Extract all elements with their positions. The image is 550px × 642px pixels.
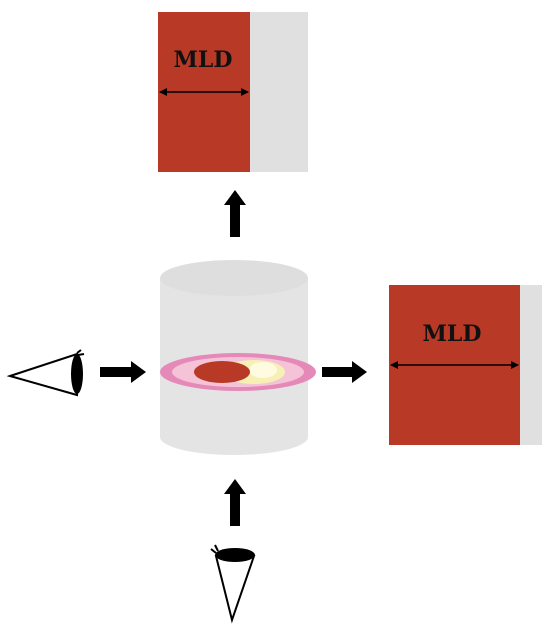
cylinder-top — [160, 260, 308, 296]
top-mld-label: MLD — [174, 47, 233, 73]
side-viewer-eye-cone-icon — [6, 349, 85, 397]
right-vessel-wall — [520, 285, 542, 445]
arrow-up-icon — [224, 190, 246, 237]
right-mld-label: MLD — [423, 321, 482, 347]
arrow-right-in-icon — [100, 361, 146, 383]
vessel-cylinder — [160, 260, 316, 455]
arrow-up-bottom-icon — [224, 479, 246, 526]
top-vessel-wall — [250, 12, 308, 172]
arrow-right-out-icon — [322, 361, 367, 383]
plaque-core — [249, 362, 277, 378]
bottom-viewer-eye-cone-icon — [210, 544, 256, 624]
top-longitudinal-view: MLD — [158, 12, 308, 172]
vessel-cross-section — [160, 353, 316, 391]
right-longitudinal-view: MLD — [389, 285, 542, 445]
lumen-cross-section — [194, 361, 250, 383]
